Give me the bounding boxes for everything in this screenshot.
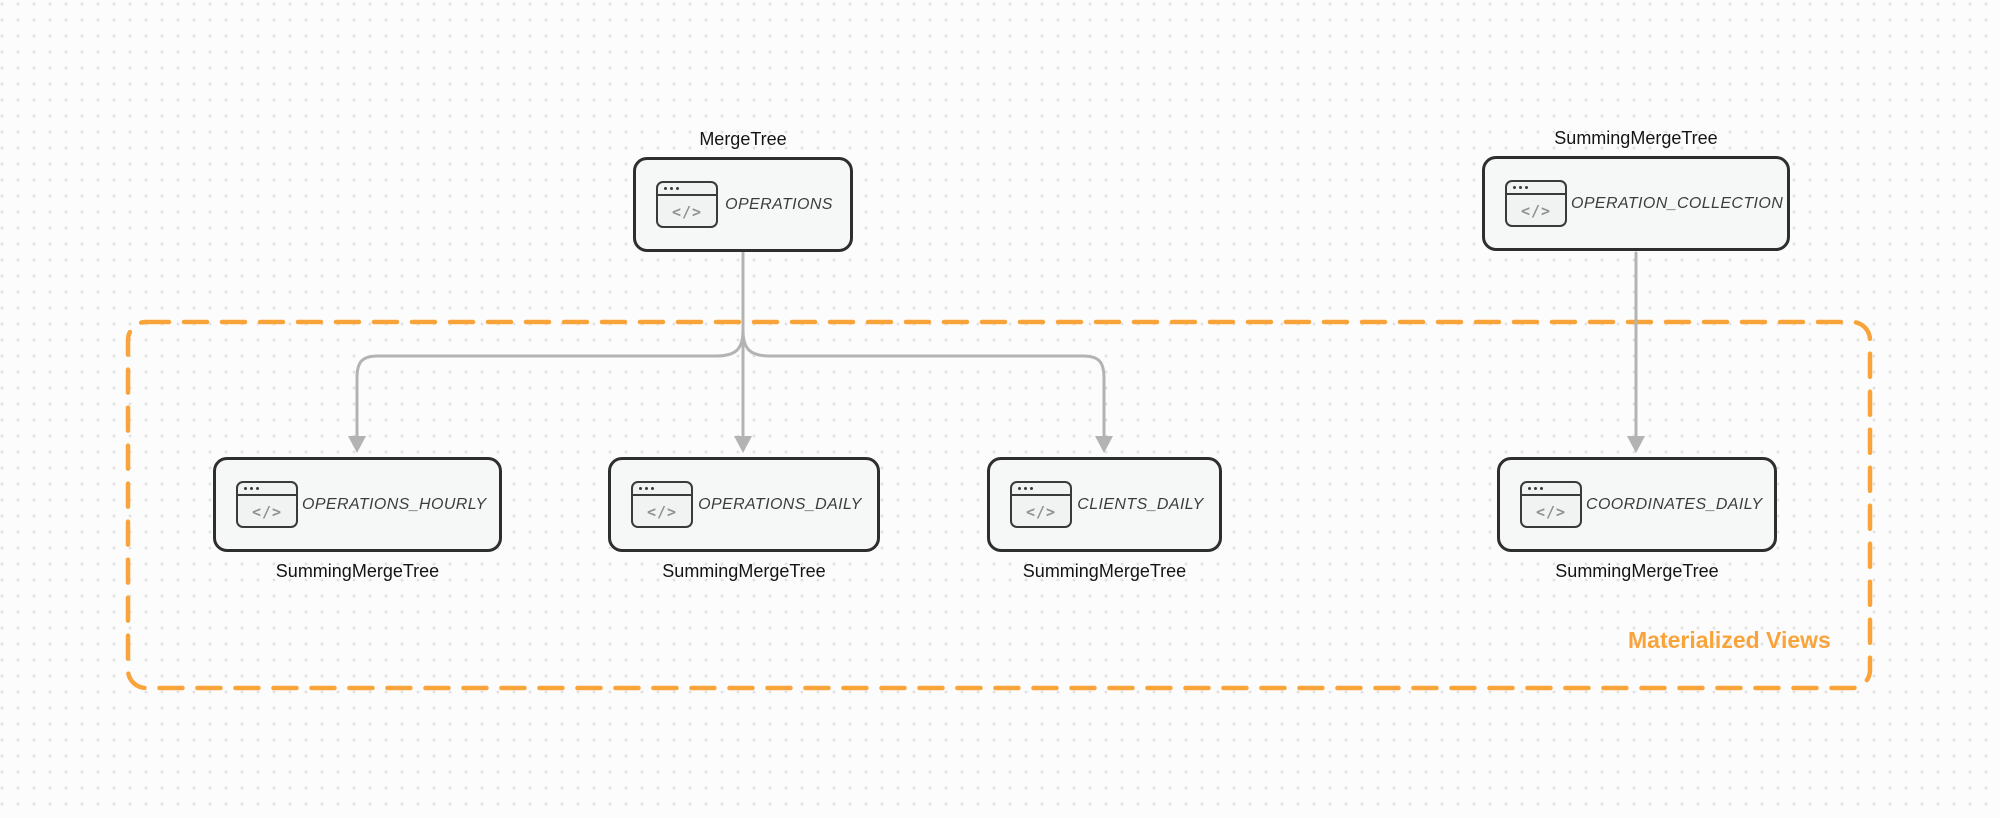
code-window-icon: </> <box>1505 180 1567 227</box>
window-titlebar <box>1012 483 1070 496</box>
code-window-icon: </> <box>656 181 718 228</box>
window-dots-icon <box>639 487 642 490</box>
arrow-operations-to-operations-daily <box>734 251 752 453</box>
engine-label: SummingMergeTree <box>275 561 440 581</box>
window-titlebar <box>1507 182 1565 195</box>
code-window-icon: </> <box>1520 481 1582 528</box>
table-node-box: </> OPERATIONS_DAILY <box>608 457 880 552</box>
window-dots-icon <box>664 187 667 190</box>
table-node-box: </> CLIENTS_DAILY <box>987 457 1222 552</box>
code-glyph: </> <box>1535 502 1567 521</box>
engine-label: SummingMergeTree <box>1555 561 1719 581</box>
node-coordinates-daily: </> COORDINATES_DAILY SummingMergeTree <box>1497 457 1777 581</box>
table-node-box: </> OPERATIONS_HOURLY <box>213 457 502 552</box>
node-operations: MergeTree </> OPERATIONS <box>633 129 853 252</box>
engine-label: SummingMergeTree <box>1022 561 1187 581</box>
code-glyph: </> <box>646 502 678 521</box>
engine-label: SummingMergeTree <box>662 561 826 581</box>
node-clients-daily: </> CLIENTS_DAILY SummingMergeTree <box>987 457 1222 581</box>
node-operations-daily: </> OPERATIONS_DAILY SummingMergeTree <box>608 457 880 581</box>
window-titlebar <box>1522 483 1580 496</box>
arrow-operation-collection-to-coordinates-daily <box>1627 251 1645 453</box>
arrow-operations-to-clients-daily <box>741 328 1113 453</box>
node-operations-hourly: </> OPERATIONS_HOURLY SummingMergeTree <box>213 457 502 581</box>
table-name: OPERATIONS <box>725 195 833 213</box>
window-titlebar <box>658 183 716 196</box>
code-glyph: </> <box>251 502 283 521</box>
window-dots-icon <box>244 487 247 490</box>
table-name: COORDINATES_DAILY <box>1586 495 1763 513</box>
table-name: OPERATIONS_DAILY <box>698 495 862 513</box>
table-name: OPERATIONS_HOURLY <box>302 495 487 513</box>
node-operation-collection: SummingMergeTree </> OPERATION_COLLECTIO… <box>1482 128 1790 251</box>
engine-label: SummingMergeTree <box>1554 128 1718 148</box>
table-node-box: </> OPERATIONS <box>633 157 853 252</box>
code-window-icon: </> <box>631 481 693 528</box>
code-glyph: </> <box>1520 201 1552 220</box>
arrow-operations-to-operations-hourly <box>348 328 745 453</box>
table-name: OPERATION_COLLECTION <box>1571 194 1784 212</box>
window-dots-icon <box>1018 487 1021 490</box>
table-node-box: </> OPERATION_COLLECTION <box>1482 156 1790 251</box>
window-titlebar <box>633 483 691 496</box>
code-window-icon: </> <box>236 481 298 528</box>
code-window-icon: </> <box>1010 481 1072 528</box>
code-glyph: </> <box>1025 502 1057 521</box>
window-dots-icon <box>1513 186 1516 189</box>
group-label-materialized-views: Materialized Views <box>1628 627 1831 653</box>
window-dots-icon <box>1528 487 1531 490</box>
table-node-box: </> COORDINATES_DAILY <box>1497 457 1777 552</box>
table-name: CLIENTS_DAILY <box>1077 495 1204 513</box>
engine-label: MergeTree <box>699 129 787 149</box>
window-titlebar <box>238 483 296 496</box>
code-glyph: </> <box>671 202 703 221</box>
